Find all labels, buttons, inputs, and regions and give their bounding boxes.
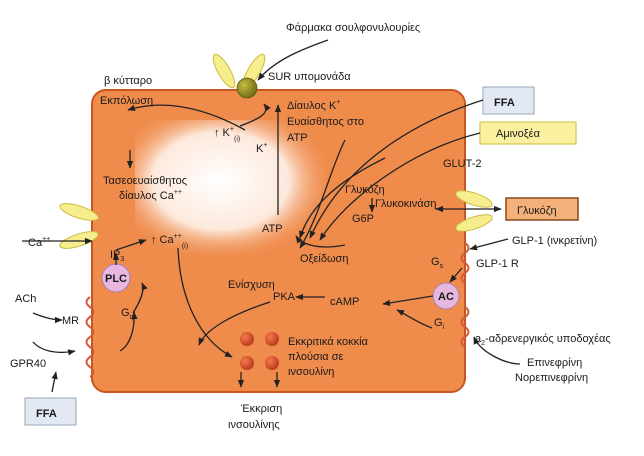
glp1r-label: GLP-1 R <box>476 258 519 270</box>
ffa-bottom-box <box>24 397 77 426</box>
gpr40-label: GPR40 <box>10 358 46 370</box>
ca-channel-icon <box>59 203 99 249</box>
plc-label: PLC <box>105 273 127 285</box>
norepinephrine-label: Νορεπινεφρίνη <box>515 372 588 384</box>
granules-label-line3: ινσουλίνη <box>288 366 334 378</box>
sur-subunit-label: SUR υπομονάδα <box>268 71 351 83</box>
ca-intracellular-label: ↑ Ca++(i) <box>151 233 188 250</box>
gpr40-receptor-icon <box>85 336 95 378</box>
glucose-box-label: Γλυκόζη <box>517 205 557 217</box>
atp-label: ATP <box>262 223 283 235</box>
glucose-box <box>505 197 579 221</box>
voltage-ca-channel-label: Τασεοευαίσθητος <box>103 175 187 187</box>
ach-label: ACh <box>15 293 36 305</box>
granules-label: Εκκριτικά κοκκία <box>288 336 369 348</box>
glut2-label: GLUT-2 <box>443 158 482 170</box>
oxidation-label: Οξείδωση <box>300 253 348 265</box>
depolarization-label: Εκπόλωση <box>100 95 153 107</box>
cytoplasm-pale-region <box>135 120 325 255</box>
ac-label: AC <box>438 291 454 303</box>
mr-label: MR <box>62 315 79 327</box>
amino-acids-label: Αμινοξέα <box>496 128 541 140</box>
voltage-ca-channel-label-line2: δίαυλος Ca++ <box>119 189 182 202</box>
g6p-label: G6P <box>352 213 374 225</box>
k-intracellular-label: ↑ K+(i) <box>214 126 240 143</box>
gi-label: Gi <box>434 317 445 331</box>
ffa-top-box <box>482 86 535 115</box>
k-channel-label-line3: ATP <box>287 132 308 144</box>
glp1-label: GLP-1 (ινκρετίνη) <box>512 235 597 247</box>
k-out-label: K+ <box>256 142 267 155</box>
sulfonylureas-label: Φάρμακα σουλφονυλουρίες <box>286 22 420 34</box>
gq-label: Gq <box>121 307 134 321</box>
ip3-label: IP3 <box>110 249 124 263</box>
k-channel-label: Δίαυλος K+ <box>287 99 340 112</box>
gs-label: Gs <box>431 256 444 270</box>
glut2-transporter-icon <box>455 190 493 232</box>
beta-cell-label: β κύτταρο <box>104 75 152 87</box>
amplification-label: Ενίσχυση <box>228 279 275 291</box>
secretory-granule-icon <box>240 332 254 346</box>
glp1-receptor-icon <box>460 242 470 284</box>
secretory-granule-icon <box>265 356 279 370</box>
alpha2-label: a2-αδρενεργικός υποδοχέας <box>475 333 611 347</box>
secretory-granule-icons <box>240 332 279 370</box>
ca-extracellular-label: Ca++ <box>28 236 50 249</box>
secretory-granule-icon <box>265 332 279 346</box>
insulin-secretion-label-line2: ινσουλίνης <box>228 419 280 431</box>
ffa-bottom-label: FFA <box>36 408 57 420</box>
k-channel-label-line2: Ευαίσθητος στο <box>287 116 364 128</box>
insulin-secretion-label: Έκκριση <box>240 403 282 415</box>
camp-label: cAMP <box>330 296 359 308</box>
alpha2-receptor-icon <box>460 306 470 348</box>
mr-receptor-icon <box>85 296 95 338</box>
glucose-intracellular-label: Γλυκόζη <box>345 184 385 196</box>
glucokinase-label: Γλυκοκινάση <box>375 198 437 210</box>
pathway-arrows <box>22 39 521 393</box>
sur-subunit-icon <box>236 77 258 99</box>
ffa-top-label: FFA <box>494 97 515 109</box>
secretory-granule-icon <box>240 356 254 370</box>
pka-label: PKA <box>273 291 296 303</box>
epinephrine-label: Επινεφρίνη <box>527 357 582 369</box>
granules-label-line2: πλούσια σε <box>288 351 343 363</box>
